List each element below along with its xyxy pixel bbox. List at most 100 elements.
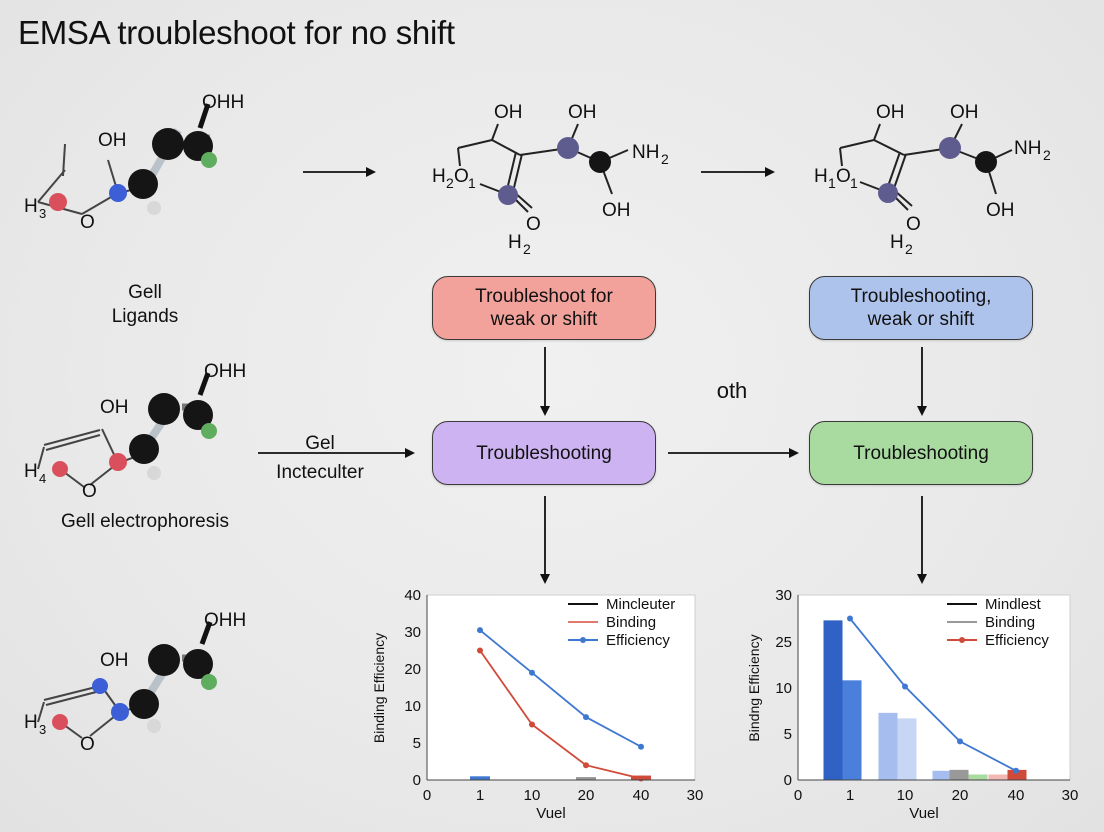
- mol-c-hb-sub: 2: [523, 241, 531, 257]
- mol-c-hb: H: [508, 232, 522, 253]
- x-tick-label: 20: [952, 787, 969, 804]
- box-line-2: weak or shift: [490, 309, 598, 330]
- gel-ligands-line-2: Ligands: [111, 306, 179, 327]
- series-line: [479, 649, 642, 780]
- data-point: [638, 775, 644, 782]
- mol-l1-oh: OH: [98, 130, 127, 151]
- y-tick-label: 5: [413, 735, 421, 752]
- data-point: [902, 683, 908, 690]
- molecule-center: OH OH NH 2 OH H 2 O 1 O H 2: [432, 102, 669, 257]
- x-tick-label: 30: [1062, 787, 1079, 804]
- mol-c-oh3: OH: [602, 200, 631, 221]
- data-point: [477, 627, 483, 634]
- x-tick-label: 30: [687, 787, 704, 804]
- mol-l1-oh-top: OHH: [202, 92, 244, 113]
- mol-r-oh2: OH: [950, 102, 979, 123]
- mol-l3-h: H: [24, 712, 38, 733]
- mol-c-h2o-sub: 2: [446, 175, 454, 191]
- y-axis-label: Bindng Efficiency: [746, 634, 762, 741]
- mol-l2-h-sub: 4: [39, 471, 46, 486]
- mol-r-oh3: OH: [986, 200, 1015, 221]
- mol-l1-o: O: [80, 212, 95, 233]
- bar: [968, 774, 988, 780]
- mol-r-h2o-sub: 1: [828, 175, 836, 191]
- legend-marker: [580, 637, 586, 643]
- y-tick-label: 0: [784, 772, 792, 789]
- data-point: [583, 714, 589, 721]
- mol-c-oh2: OH: [568, 102, 597, 123]
- bar: [470, 776, 490, 780]
- legend-marker: [959, 637, 965, 643]
- mol-c-nh-sub: 2: [661, 151, 669, 167]
- mol-r-oh1: OH: [876, 102, 905, 123]
- mol-r-hb: H: [890, 232, 904, 253]
- y-tick-label: 40: [404, 587, 421, 604]
- mol-r-nh-sub: 2: [1043, 147, 1051, 163]
- mol-l2-h: H: [24, 461, 38, 482]
- bar: [576, 777, 596, 780]
- troubleshoot-weak-box[interactable]: Troubleshoot for weak or shift: [432, 276, 656, 340]
- box-line-1: Troubleshooting,: [850, 286, 992, 307]
- legend-label: Binding: [985, 614, 1035, 631]
- troubleshooting-purple-box[interactable]: Troubleshooting: [432, 421, 656, 485]
- y-tick-label: 0: [413, 772, 421, 789]
- mol-l1-h: H: [24, 196, 38, 217]
- molecule-right: OH OH NH 2 OH H 1 O 1 O H 2: [814, 102, 1051, 257]
- mol-c-nh: NH: [632, 142, 659, 163]
- data-point: [583, 762, 589, 769]
- x-tick-label: 20: [578, 787, 595, 804]
- gel-arrow-label: Gel Incteculter: [255, 429, 385, 487]
- box-line-1: Troubleshoot for: [475, 286, 613, 307]
- molecule-left-3: OH OHH H 3 O: [24, 610, 246, 755]
- gel-ligands-label: Gell Ligands: [95, 281, 195, 329]
- mol-r-h2o: H: [814, 166, 828, 187]
- series-line: [849, 617, 1017, 772]
- gel-arrow-line-1: Gel: [305, 433, 335, 454]
- y-tick-label: 30: [404, 624, 421, 641]
- data-point: [529, 669, 535, 676]
- mol-c-h2o: H: [432, 166, 446, 187]
- mol-r-odbl: O: [906, 214, 921, 235]
- mol-l3-o: O: [80, 734, 95, 755]
- bar: [949, 769, 969, 780]
- troubleshooting-weak-box[interactable]: Troubleshooting, weak or shift: [809, 276, 1033, 340]
- plot-area: [426, 594, 696, 781]
- mol-c-odbl: O: [526, 214, 541, 235]
- mid-text: oth: [716, 378, 748, 403]
- molecule-left-2: OH OHH H 4 O: [24, 361, 246, 502]
- legend-label: Binding: [606, 614, 656, 631]
- mol-c-o1: O: [454, 166, 469, 187]
- mol-c-o1-sub: 1: [468, 175, 476, 191]
- molecule-left-1: OH OHH H 3 O: [24, 92, 244, 233]
- mol-r-o1: O: [836, 166, 851, 187]
- y-tick-label: 5: [784, 726, 792, 743]
- bar: [932, 770, 952, 780]
- page-title: EMSA troubleshoot for no shift: [18, 14, 455, 51]
- data-point: [957, 738, 963, 745]
- legend-label: Mincleuter: [606, 596, 675, 613]
- mol-l1-h-sub: 3: [39, 206, 46, 221]
- mol-r-nh: NH: [1014, 138, 1041, 159]
- mol-l2-o: O: [82, 481, 97, 502]
- troubleshooting-green-box[interactable]: Troubleshooting: [809, 421, 1033, 485]
- legend-label: Mindlest: [985, 596, 1042, 613]
- series-line: [479, 629, 642, 748]
- x-axis-label: Vuel: [536, 805, 565, 822]
- mol-r-o1-sub: 1: [850, 175, 858, 191]
- bar: [823, 620, 843, 780]
- x-tick-label: 10: [524, 787, 541, 804]
- y-axis-label: Binding Efficiency: [371, 633, 387, 743]
- x-tick-label: 10: [897, 787, 914, 804]
- y-tick-label: 20: [404, 661, 421, 678]
- y-tick-label: 30: [775, 587, 792, 604]
- legend-label: Efficiency: [606, 632, 670, 649]
- bar: [988, 774, 1008, 780]
- legend-label: Efficiency: [985, 632, 1049, 649]
- x-tick-label: 1: [846, 787, 854, 804]
- data-point: [529, 721, 535, 728]
- mol-l3-oh: OH: [100, 650, 129, 671]
- x-tick-label: 0: [423, 787, 431, 804]
- mol-c-oh1: OH: [494, 102, 523, 123]
